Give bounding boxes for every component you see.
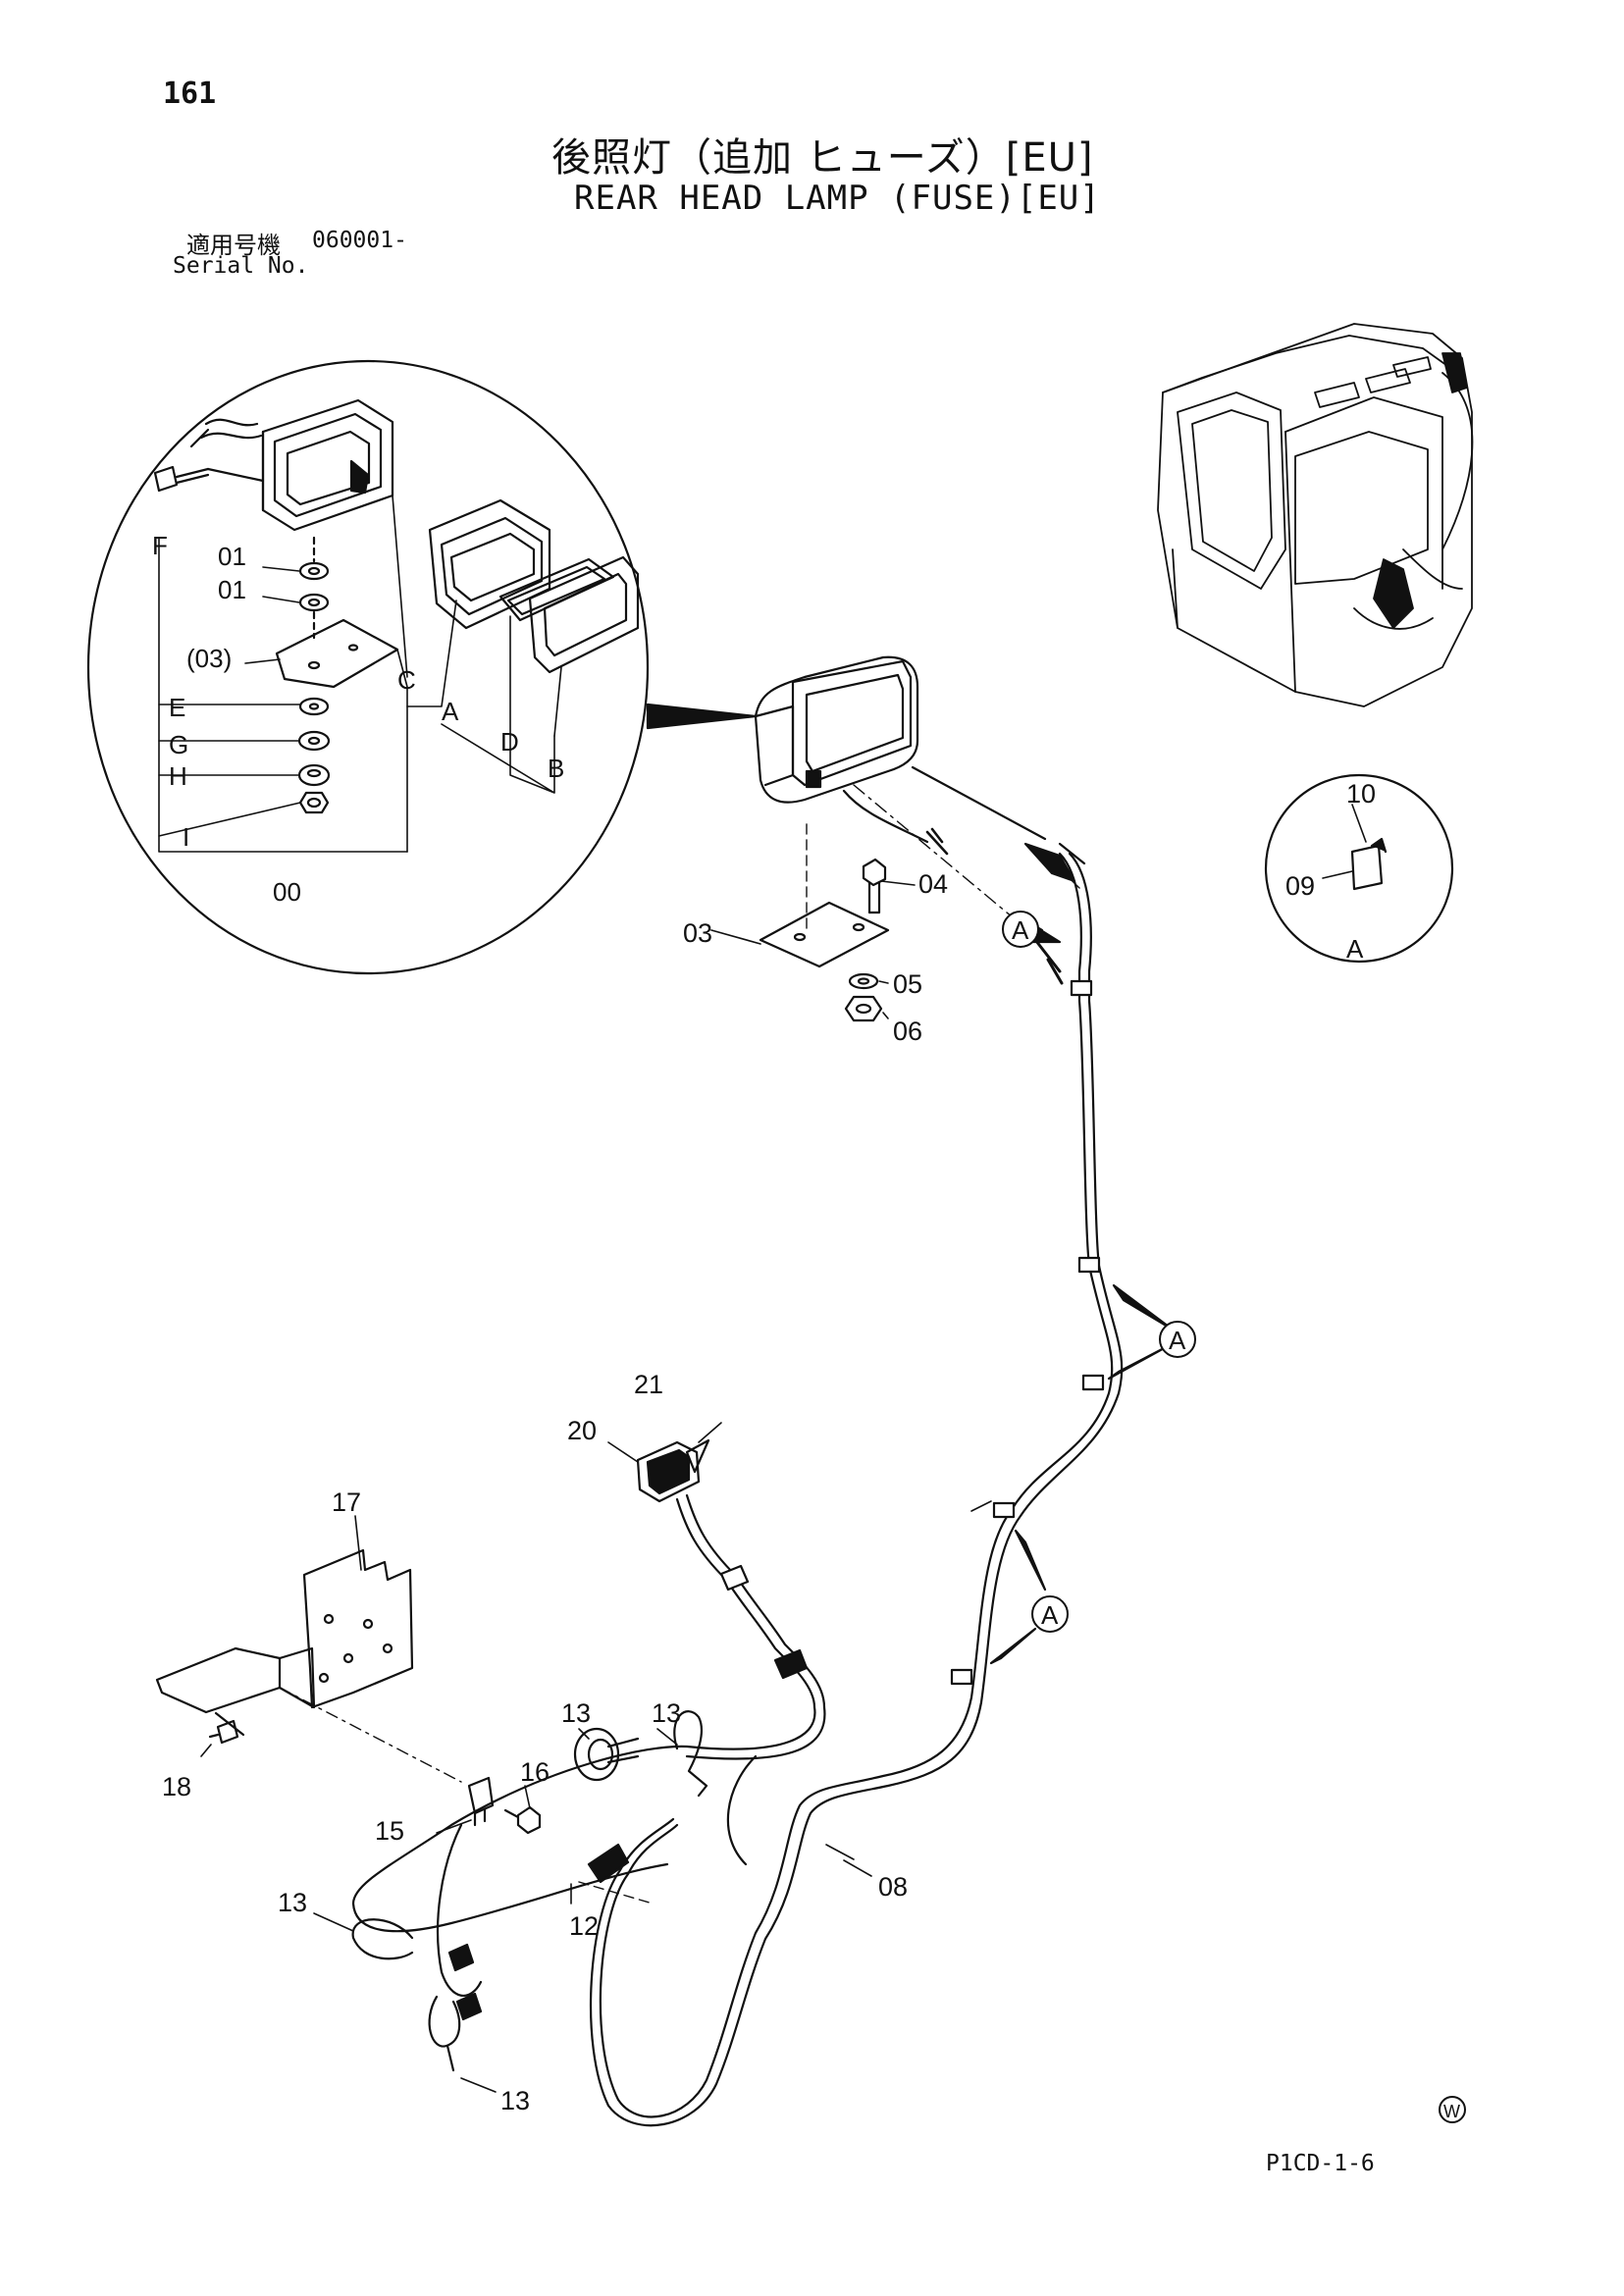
callout-08: 08 [878,1872,908,1902]
ring-letter-e: E [169,693,185,722]
svg-text:A: A [1041,1600,1059,1630]
relay-15-icon [467,1776,495,1827]
harness-08 [589,852,1175,2127]
rear-head-lamp [754,655,1086,933]
nut-06-icon [844,995,883,1022]
serial-label-japanese: 適用号機 [186,232,281,259]
ring-callout-00: 00 [273,877,301,907]
bolt-18-icon [208,1719,239,1745]
ring-letter-b: B [548,754,564,783]
ring-letter-i: I [183,822,189,852]
ring-letter-c: C [397,665,416,695]
page-number: 161 [163,77,217,111]
page-title-english: REAR HEAD LAMP (FUSE)[EU] [574,179,1101,218]
serial-number-value: 060001- [312,228,407,253]
harness-12 [351,1493,826,1998]
callout-leader-lines [200,1500,992,2093]
detail-ring [86,359,758,975]
ring-letter-h: H [169,761,187,791]
callout-13-grommet: 13 [561,1698,591,1728]
ring-letter-f: F [152,531,168,560]
svg-text:W: W [1443,2102,1460,2121]
callout-06: 06 [893,1017,922,1046]
callout-04: 04 [918,869,948,899]
bolt-04-icon [862,858,887,914]
detail-pointer-icon [646,703,758,730]
ring-letter-d: D [500,727,519,757]
lamp-body-exploded [189,398,394,532]
ring-leader-lines [158,495,562,853]
bracket-exploded [275,618,399,689]
callout-20: 20 [567,1416,597,1445]
page-title-japanese: 後照灯（追加 ヒューズ）[EU] [551,135,1094,181]
clip-13-icon [351,1710,708,2072]
ring-callout-01-upper: 01 [218,542,246,571]
callout-13-clip-lower: 13 [500,2086,530,2115]
callout-03: 03 [683,918,712,948]
callout-15: 15 [375,1816,404,1846]
view-marker-a-1: A [1002,911,1039,948]
ring-callout-01-lower: 01 [218,575,246,604]
inset-view-label: A [1346,934,1364,964]
copyright-mark-icon: W [1439,2096,1466,2123]
cab-illustration [1157,323,1474,707]
fuse-holder-20 [607,1422,722,1503]
drawing-code: P1CD-1-6 [1266,2151,1375,2176]
main-leader-lines [710,880,916,1019]
connector-harness-12 [447,1943,483,2021]
callout-09: 09 [1285,871,1315,901]
callout-13-clip-left: 13 [278,1888,307,1917]
view-marker-a-2: A [1159,1321,1196,1358]
washer-05-icon [848,972,879,990]
callout-16: 16 [520,1757,550,1787]
bolt-f-icon [153,465,265,493]
callout-10: 10 [1346,779,1376,809]
callout-21: 21 [634,1370,663,1399]
ring-letter-a: A [442,697,459,726]
bracket-17 [155,1548,414,1737]
washer-stack [297,536,331,814]
serial-label-english: Serial No. [173,253,309,279]
view-marker-a-3: A [1031,1595,1069,1633]
svg-text:A: A [1169,1326,1186,1355]
ring-callout-03: (03) [186,644,232,673]
svg-text:A: A [1012,915,1029,945]
callout-05: 05 [893,969,922,999]
grommet-13-icon [573,1727,640,1782]
bolt-16-icon [503,1805,542,1835]
ring-letter-g: G [169,730,188,759]
frame-exploded [528,555,640,674]
bracket-03 [759,823,890,968]
inset-view-a [1264,773,1454,964]
callout-17: 17 [332,1487,361,1517]
callout-18: 18 [162,1772,191,1801]
callout-12: 12 [569,1911,599,1941]
callout-13-clip-upper: 13 [652,1698,681,1728]
detail-ring-outline [86,359,650,975]
